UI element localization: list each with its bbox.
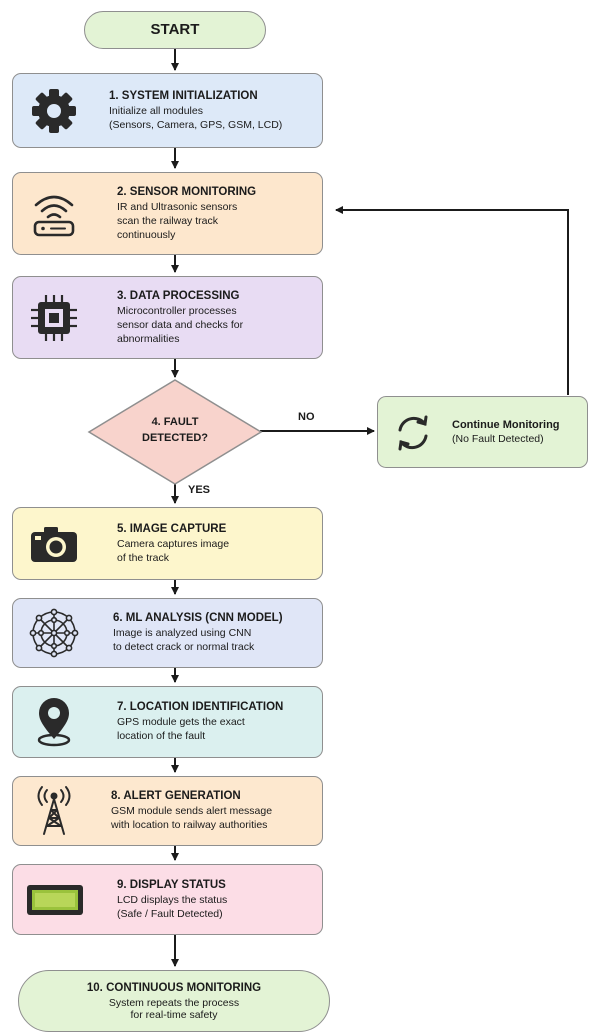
continue-monitoring-subtitle: (No Fault Detected) [452,433,544,445]
step-sensor-monitoring: 2. SENSOR MONITORING IR and Ultrasonic s… [12,172,323,255]
step-location-identification: 7. LOCATION IDENTIFICATION GPS module ge… [12,686,323,758]
step1-line2: (Sensors, Camera, GPS, GSM, LCD) [109,118,283,131]
step5-line2: of the track [117,551,169,564]
step6-title: 6. ML ANALYSIS (CNN MODEL) [113,612,283,624]
refresh-cycle-icon [392,412,434,454]
decision-line2: DETECTED? [142,432,208,444]
step5-title: 5. IMAGE CAPTURE [117,522,227,535]
step8-line2: with location to railway authorities [111,819,268,831]
continue-monitoring-box: Continue Monitoring (No Fault Detected) [377,396,588,468]
step-system-initialization: 1. SYSTEM INITIALIZATION Initialize all … [12,73,323,148]
step6-line2: to detect crack or normal track [113,641,255,653]
step9-title: 9. DISPLAY STATUS [117,878,226,891]
start-label: START [150,21,200,38]
decision-diamond [87,379,263,485]
step1-line1: Initialize all modules [109,104,203,117]
end-node-continuous-monitoring: 10. CONTINUOUS MONITORING System repeats… [18,970,330,1032]
step-display-status: 9. DISPLAY STATUS LCD displays the statu… [12,864,323,935]
step6-line1: Image is analyzed using CNN [113,627,252,639]
start-node: START [84,11,266,49]
step8-title: 8. ALERT GENERATION [111,790,241,802]
step2-line3: continuously [117,228,176,241]
end-line2: for real-time safety [130,1009,218,1021]
yes-label: YES [188,484,211,496]
end-line1: System repeats the process [108,997,240,1009]
step7-line2: location of the fault [117,730,206,742]
step2-line2: scan the railway track [117,214,218,227]
end-title: 10. CONTINUOUS MONITORING [86,982,262,994]
step1-title: 1. SYSTEM INITIALIZATION [109,89,258,102]
step3-line2: sensor data and checks for [117,318,244,331]
step3-title: 3. DATA PROCESSING [117,289,240,302]
step-alert-generation: 8. ALERT GENERATION GSM module sends ale… [12,776,323,846]
continue-monitoring-title: Continue Monitoring [452,419,560,431]
step9-line1: LCD displays the status [117,893,228,906]
location-pin-icon [27,695,81,749]
step9-line2: (Safe / Fault Detected) [117,907,223,920]
step2-line1: IR and Ultrasonic sensors [117,200,238,213]
decision-label: 4. FAULT DETECTED? [110,414,240,446]
step2-title: 2. SENSOR MONITORING [117,185,257,198]
antenna-tower-icon [27,784,81,838]
microchip-icon [27,291,81,345]
step3-line1: Microcontroller processes [117,304,237,317]
step7-title: 7. LOCATION IDENTIFICATION [117,701,284,713]
lcd-display-icon [23,873,87,927]
gear-icon [27,84,81,138]
decision-line1: 4. FAULT [151,416,199,428]
step3-line3: abnormalities [117,332,180,345]
step8-line1: GSM module sends alert message [111,805,273,817]
camera-icon [27,517,81,571]
step-ml-analysis: 6. ML ANALYSIS (CNN MODEL) Image is anal… [12,598,323,668]
step5-line1: Camera captures image [117,537,230,550]
step7-line1: GPS module gets the exact [117,716,245,728]
wifi-sensor-icon [27,187,81,241]
arrow-loop-back [335,206,569,395]
step-data-processing: 3. DATA PROCESSING Microcontroller proce… [12,276,323,359]
step-image-capture: 5. IMAGE CAPTURE Camera captures image o… [12,507,323,580]
no-label: NO [298,411,315,423]
neural-network-icon [27,606,81,660]
